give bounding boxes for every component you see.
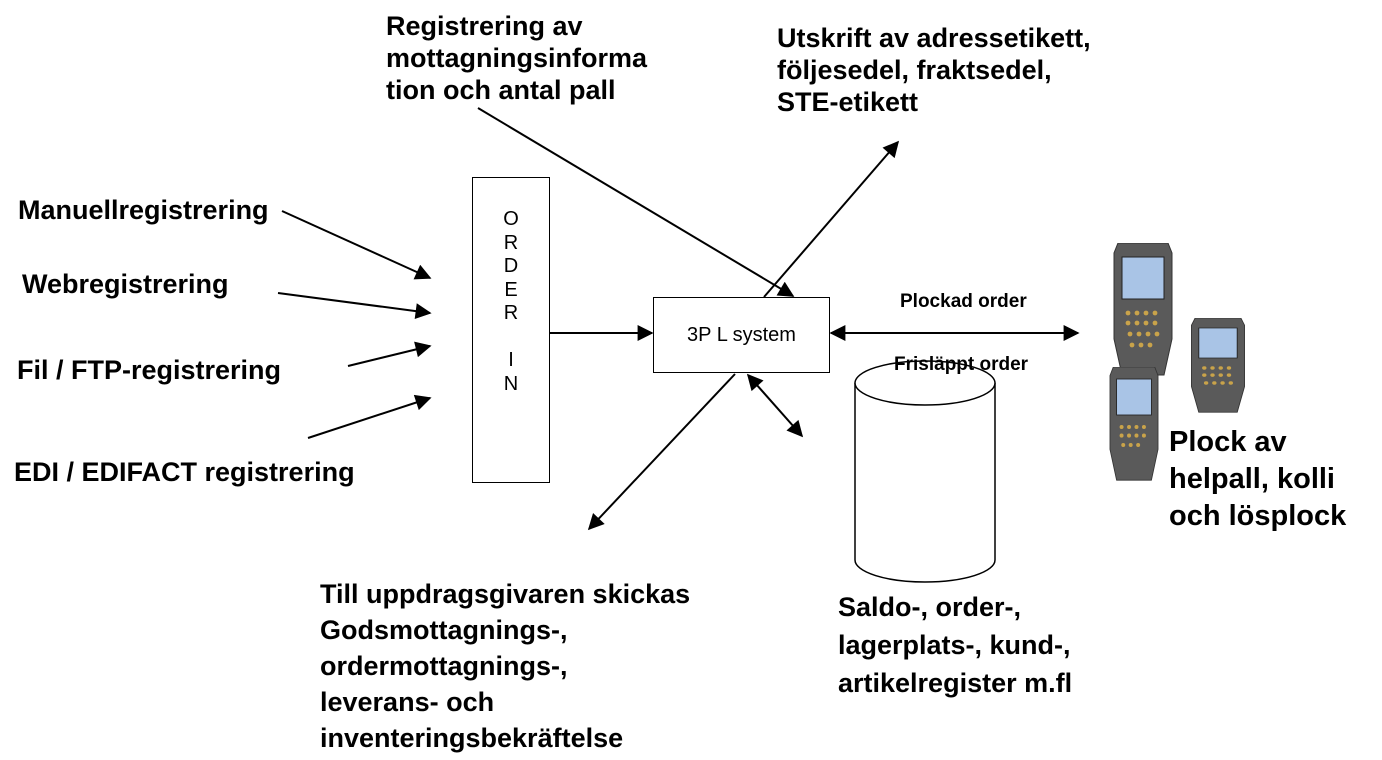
arrow-edi-to-order [307, 394, 432, 439]
picking-line: och lösplock [1169, 500, 1347, 532]
picking-line: Plock av [1169, 426, 1287, 458]
handheld-device-icon [1113, 243, 1173, 376]
picking-line: helpall, kolli [1169, 463, 1335, 495]
printout-text: Utskrift av adressetikett, följesedel, f… [777, 22, 1091, 118]
printout-line: STE-etikett [777, 87, 919, 117]
client-line: leverans- och [320, 687, 495, 717]
arrow-web-to-order [277, 292, 432, 320]
picked-order-label: Plockad order [900, 291, 1027, 312]
registration-line: Registrering av [386, 11, 583, 41]
registration-line: mottagningsinforma [386, 43, 647, 73]
arrow-ftp-to-order [347, 341, 432, 367]
client-text: Till uppdragsgivaren skickas Godsmottagn… [320, 576, 690, 756]
client-line: inventeringsbekräftelse [320, 723, 624, 753]
order-letter: I [508, 349, 514, 371]
order-letter: R [503, 231, 519, 254]
arrow-registration-to-system [477, 107, 795, 297]
system-box: 3P L system [653, 297, 830, 373]
printout-line: följesedel, fraktsedel, [777, 55, 1052, 85]
arrow-system-to-printout [763, 140, 900, 298]
arrow-system-database [746, 373, 804, 438]
picking-text: Plock av helpall, kolli och lösplock [1169, 424, 1346, 535]
system-label: 3P L system [687, 323, 796, 346]
source-web-label: Webregistrering [22, 269, 229, 299]
source-edi-label: EDI / EDIFACT registrering [14, 457, 355, 487]
order-in-box: O R D E R I N [472, 177, 550, 483]
database-line: Saldo-, order-, [838, 592, 1022, 622]
order-letter: D [503, 255, 519, 277]
client-line: Godsmottagnings-, [320, 615, 568, 645]
handheld-device-icon [1109, 367, 1159, 481]
released-order-label: Frisläppt order [894, 354, 1029, 375]
order-letter: E [504, 278, 518, 301]
arrow-manual-to-order [281, 210, 432, 280]
database-line: lagerplats-, kund-, [838, 630, 1071, 660]
order-in-letters: O R D E R I N [473, 208, 549, 396]
database-cylinder [854, 360, 996, 583]
database-text: Saldo-, order-, lagerplats-, kund-, arti… [838, 588, 1072, 702]
source-manual-label: Manuellregistrering [18, 195, 269, 225]
client-line: Till uppdragsgivaren skickas [320, 579, 691, 609]
arrow-system-to-client [587, 373, 736, 531]
source-ftp-label: Fil / FTP-registrering [17, 355, 282, 385]
client-line: ordermottagnings-, [320, 651, 568, 681]
database-line: artikelregister m.fl [838, 668, 1073, 698]
order-letter: R [503, 302, 519, 324]
order-letter: O [503, 208, 519, 230]
handheld-device-icon [1191, 318, 1245, 413]
order-letter [473, 326, 549, 350]
printout-line: Utskrift av adressetikett, [777, 23, 1091, 53]
registration-line: tion och antal pall [386, 75, 616, 105]
registration-text: Registrering av mottagningsinforma tion … [386, 10, 647, 106]
order-letter: N [503, 372, 519, 395]
